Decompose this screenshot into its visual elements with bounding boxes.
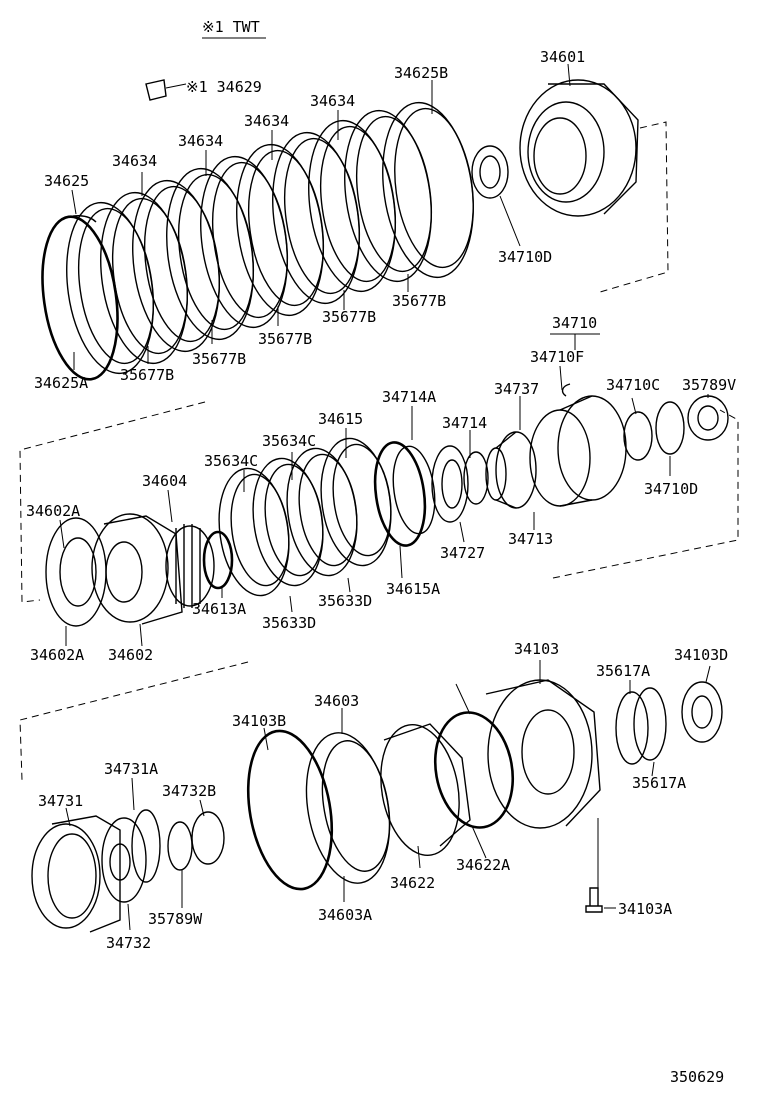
label-34615A: 34615A	[386, 580, 440, 598]
label-35677B-c: 35677B	[258, 330, 312, 348]
label-35617A-b: 35617A	[632, 774, 686, 792]
label-34604: 34604	[142, 472, 187, 490]
section-outline-middle	[19, 401, 739, 603]
label-34629: ※1 34629	[186, 78, 262, 96]
label-34622A-b: 34622A	[456, 856, 510, 874]
label-35677B-d: 35677B	[322, 308, 376, 326]
label-34615: 34615	[318, 410, 363, 428]
label-34731: 34731	[38, 792, 83, 810]
label-35677B-e: 35677B	[392, 292, 446, 310]
label-34602A-a: 34602A	[26, 502, 80, 520]
label-35633D-a: 35633D	[318, 592, 372, 610]
label-34103B: 34103B	[232, 712, 286, 730]
label-34613A: 34613A	[192, 600, 246, 618]
label-34732B: 34732B	[162, 782, 216, 800]
label-35789V: 35789V	[682, 376, 736, 394]
label-35634C-a: 35634C	[262, 432, 316, 450]
figure-number: 350629	[670, 1068, 724, 1086]
label-34625A: 34625A	[34, 374, 88, 392]
label-34603A: 34603A	[318, 906, 372, 924]
label-34625: 34625	[44, 172, 89, 190]
part-34629-shape	[145, 79, 167, 101]
label-34710C: 34710C	[606, 376, 660, 394]
label-35633D-b: 35633D	[262, 614, 316, 632]
label-34103A: 34103A	[618, 900, 672, 918]
label-34737: 34737	[494, 380, 539, 398]
section-outline-bottom	[19, 661, 249, 781]
label-35789W: 35789W	[148, 910, 203, 928]
label-34625B: 34625B	[394, 64, 448, 82]
label-34601: 34601	[540, 48, 585, 66]
label-34103: 34103	[514, 640, 559, 658]
label-34727: 34727	[440, 544, 485, 562]
label-35617A-a: 35617A	[596, 662, 650, 680]
label-34713: 34713	[508, 530, 553, 548]
label-35677B-b: 35677B	[192, 350, 246, 368]
label-34732: 34732	[106, 934, 151, 952]
section-outline-top	[599, 121, 669, 293]
label-34602: 34602	[108, 646, 153, 664]
header-note: ※1 TWT	[202, 18, 260, 36]
leader-lines	[59, 63, 711, 931]
label-35677B-a: 35677B	[120, 366, 174, 384]
label-34710D-middle: 34710D	[644, 480, 698, 498]
label-34622: 34622	[390, 874, 435, 892]
label-34602A-b: 34602A	[30, 646, 84, 664]
clutch-pack-top	[41, 79, 639, 381]
label-35634C-b: 35634C	[204, 452, 258, 470]
label-34603: 34603	[314, 692, 359, 710]
label-34634-a: 34634	[310, 92, 355, 110]
label-34634-d: 34634	[112, 152, 157, 170]
label-34634-b: 34634	[244, 112, 289, 130]
label-34714: 34714	[442, 414, 487, 432]
label-34710: 34710	[552, 314, 597, 332]
label-34714A: 34714A	[382, 388, 436, 406]
label-34103D: 34103D	[674, 646, 728, 664]
label-34710F: 34710F	[530, 348, 584, 366]
brake-assembly-bottom	[31, 679, 723, 933]
label-34731A: 34731A	[104, 760, 158, 778]
label-34634-c: 34634	[178, 132, 223, 150]
clutch-pack-middle	[45, 383, 729, 627]
label-34710D-top: 34710D	[498, 248, 552, 266]
